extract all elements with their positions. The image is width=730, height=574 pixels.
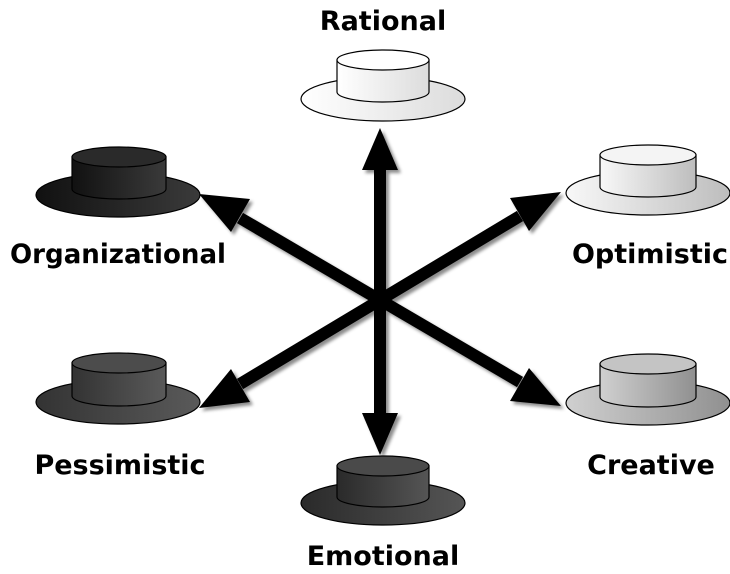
label-optimistic: Optimistic <box>572 239 728 270</box>
hat-crown-top <box>71 146 167 168</box>
hat-crown-top <box>336 455 430 477</box>
label-organizational: Organizational <box>10 239 226 270</box>
hat-creative <box>565 353 730 426</box>
arrowhead-organizational <box>199 194 250 232</box>
arrow-optimistic <box>376 210 524 306</box>
hat-crown <box>71 156 167 200</box>
arrowhead-pessimistic <box>199 369 250 408</box>
hat-crown-top <box>599 144 697 166</box>
arrowhead-emotional <box>362 413 398 455</box>
arrow-pessimistic <box>236 294 384 390</box>
hat-emotional <box>300 455 466 526</box>
hat-organizational <box>35 146 201 218</box>
hat-crown <box>336 465 430 508</box>
arrow-organizational <box>236 212 384 306</box>
hat-crown <box>71 362 167 407</box>
hat-pessimistic <box>35 352 201 425</box>
hat-optimistic <box>565 144 730 216</box>
hat-crown-top <box>336 49 430 71</box>
hat-crown <box>599 363 697 408</box>
arrows <box>199 128 561 455</box>
hat-crown-top <box>599 353 697 375</box>
label-rational: Rational <box>320 6 446 37</box>
label-pessimistic: Pessimistic <box>34 450 205 481</box>
arrowhead-rational <box>362 128 398 170</box>
hat-crown <box>599 154 697 198</box>
label-creative: Creative <box>587 450 715 481</box>
arrow-creative <box>376 294 524 388</box>
hat-crown-top <box>71 352 167 374</box>
hat-crown <box>336 59 430 103</box>
label-emotional: Emotional <box>307 541 460 572</box>
arrowhead-creative <box>510 368 561 406</box>
hat-rational <box>300 49 466 122</box>
arrowhead-optimistic <box>510 192 561 231</box>
